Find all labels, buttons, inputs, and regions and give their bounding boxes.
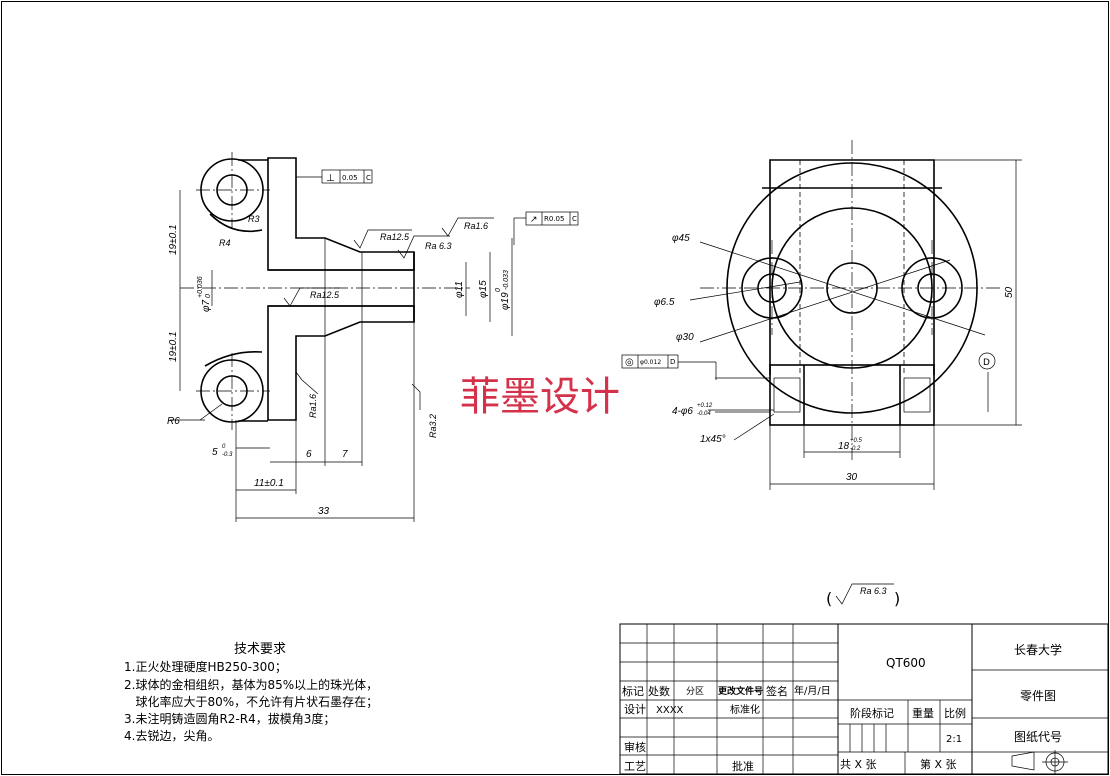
dim-w5-tol-top: 0 xyxy=(222,444,226,450)
section-hatch-lower xyxy=(267,305,415,421)
ra-shoulder: Ra 6.3 xyxy=(425,241,452,251)
dim-d11: φ11 xyxy=(454,281,465,298)
tb-zone: 分区 xyxy=(686,686,704,697)
perp-datum: C xyxy=(366,174,371,182)
ra-face-right: Ra3.2 xyxy=(428,414,438,438)
ra-face-left: Ra1.6 xyxy=(308,394,318,418)
tb-change-doc: 更改文件号 xyxy=(718,685,763,697)
dim-d15: φ15 xyxy=(478,280,489,298)
conc-value: φ0.012 xyxy=(640,359,661,366)
conc-symbol: ◎ xyxy=(625,357,634,368)
tb-sheet-no: 第 X 张 xyxy=(920,757,957,771)
tb-review: 审核 xyxy=(624,740,646,754)
tb-drawing-name: 零件图 xyxy=(1020,689,1056,703)
dim-w6: 6 xyxy=(306,449,312,460)
ra-bore: Ra12.5 xyxy=(310,290,340,300)
dim-chamfer: 1x45° xyxy=(700,434,726,445)
tb-process: 工艺 xyxy=(624,760,646,773)
tb-total-sheets: 共 X 张 xyxy=(840,758,877,771)
dim-w7: 7 xyxy=(342,449,348,460)
general-roughness-close: ) xyxy=(894,589,900,608)
dim-upper-pitch: 19±0.1 xyxy=(168,224,179,255)
dim-d19-tol-top: 0 xyxy=(495,288,502,292)
watermark: 菲墨设计 xyxy=(460,374,620,420)
dim-w33: 33 xyxy=(318,506,330,517)
tb-weight: 重量 xyxy=(912,706,934,720)
dim-lower-pitch: 19±0.1 xyxy=(168,331,179,362)
tb-designer: XXXX xyxy=(656,705,684,716)
perp-symbol: ⊥ xyxy=(326,173,335,184)
front-view xyxy=(689,140,1022,490)
conc-datum: D xyxy=(670,358,675,366)
title-block xyxy=(619,623,1109,775)
tb-mark: 标记 xyxy=(622,684,644,698)
tb-date: 年/月/日 xyxy=(794,684,831,697)
runout-datum: C xyxy=(572,215,577,223)
dim-d6-5: φ6.5 xyxy=(654,297,675,308)
tb-design: 设计 xyxy=(624,703,646,716)
dim-r4: R4 xyxy=(219,238,231,248)
tech-req-item-4: 3.未注明铸造圆角R2-R4，拔模角3度； xyxy=(124,711,335,726)
dim-holes-tol-top: +0.12 xyxy=(697,403,713,409)
perpendicularity-frame xyxy=(296,169,373,184)
dim-slot-tol-top: +0.5 xyxy=(850,438,863,444)
runout-frame xyxy=(513,211,579,245)
dim-d19: φ19 xyxy=(500,292,511,310)
tb-material: QT600 xyxy=(886,656,926,670)
runout-symbol: ↗ xyxy=(530,215,538,225)
ra-shaft-end: Ra1.6 xyxy=(464,221,488,231)
tech-req-title: 技术要求 xyxy=(234,642,286,657)
tb-scale-value: 2:1 xyxy=(946,734,962,745)
general-roughness-value: Ra 6.3 xyxy=(860,586,887,596)
roughness-symbols-side xyxy=(283,217,494,410)
datum-d-circle xyxy=(978,352,996,370)
ra-top-flange: Ra12.5 xyxy=(380,232,410,242)
tech-req-item-1: 1.正火处理硬度HB250-300； xyxy=(124,659,287,674)
dim-r6: R6 xyxy=(167,416,180,427)
tb-stage-mark: 阶段标记 xyxy=(850,706,894,720)
dim-holes-tol-bot: -0.04 xyxy=(697,411,711,417)
dim-hole-small-tol-top: +0.036 xyxy=(197,276,204,298)
dim-d19-tol-bot: -0.033 xyxy=(503,270,510,290)
dim-h50: 50 xyxy=(1004,286,1015,298)
dim-holes: 4-φ6 xyxy=(672,406,693,417)
tech-req-item-2: 2.球体的金相组织，基体为85%以上的珠光体， xyxy=(124,677,378,692)
side-section-view xyxy=(170,152,513,522)
tb-approve: 批准 xyxy=(732,759,754,773)
dim-r3: R3 xyxy=(248,214,260,224)
perp-value: 0.05 xyxy=(342,174,358,182)
tb-signature: 签名 xyxy=(766,684,788,698)
dim-w11: 11±0.1 xyxy=(254,478,284,489)
dim-hole-small-tol-bot: 0 xyxy=(205,294,212,298)
concentricity-frame xyxy=(621,354,717,380)
runout-value: R0.05 xyxy=(544,215,564,223)
general-roughness-open: ( xyxy=(826,589,832,608)
dim-hole-small: φ7 xyxy=(201,299,212,312)
dim-d45: φ45 xyxy=(672,233,690,244)
dim-slot-tol-bot: -0.2 xyxy=(850,446,861,452)
base-block xyxy=(769,364,935,426)
datum-d-label: D xyxy=(983,358,990,368)
tb-drawing-code: 图纸代号 xyxy=(1014,730,1062,744)
tb-school: 长春大学 xyxy=(1014,642,1062,657)
tb-scale: 比例 xyxy=(944,706,966,720)
dim-slot: 18 xyxy=(838,441,850,452)
tech-req-item-3: 球化率应大于80%，不允许有片状石墨存在； xyxy=(124,694,378,709)
dim-w5: 5 xyxy=(212,447,218,458)
dim-d30: φ30 xyxy=(676,332,694,343)
general-roughness-symbol xyxy=(835,583,894,605)
dim-w5-tol-bot: -0.3 xyxy=(222,452,233,458)
tech-req-item-5: 4.去锐边，尖角。 xyxy=(124,729,219,743)
tb-count: 处数 xyxy=(648,685,670,698)
dim-w30: 30 xyxy=(846,472,858,483)
tb-standardize: 标准化 xyxy=(730,703,760,716)
section-hatch-upper xyxy=(267,157,415,271)
